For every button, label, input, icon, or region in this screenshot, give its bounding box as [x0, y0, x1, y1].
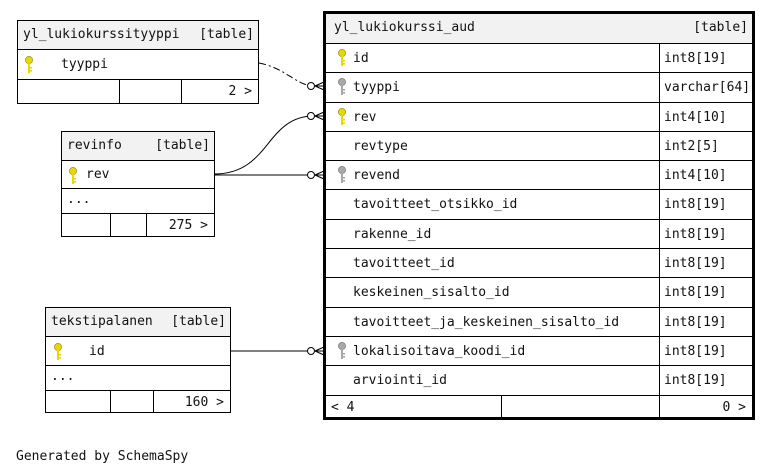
- column-row[interactable]: tyyppi varchar[64]: [326, 73, 752, 103]
- column-name: tavoitteet_id: [353, 256, 455, 272]
- column-name: rakenne_id: [353, 226, 432, 242]
- ellipsis: ...: [67, 192, 91, 207]
- column-name: rev: [86, 167, 110, 182]
- child-count[interactable]: 275 >: [168, 218, 208, 233]
- column-type: int4[10]: [664, 109, 727, 125]
- primary-key-icon: [69, 167, 77, 184]
- column-name: rev: [353, 109, 377, 125]
- primary-key-icon: [54, 343, 62, 360]
- column-row[interactable]: tavoitteet_otsikko_id int8[19]: [326, 190, 752, 220]
- relation-rev: [213, 115, 313, 175]
- column-type: int8[19]: [664, 373, 727, 389]
- column-name: arviointi_id: [353, 373, 447, 389]
- column-row[interactable]: tyyppi: [18, 50, 258, 80]
- table-kind: [table]: [199, 27, 254, 42]
- child-count[interactable]: 0 >: [722, 399, 746, 415]
- column-row[interactable]: revtype int2[5]: [326, 131, 752, 162]
- column-row[interactable]: rakenne_id int8[19]: [326, 219, 752, 250]
- primary-key-icon: [25, 56, 33, 73]
- column-type: int8[19]: [664, 51, 727, 66]
- table-header: yl_lukiokurssityyppi [table]: [18, 21, 258, 50]
- column-name: id: [353, 51, 369, 66]
- column-row[interactable]: rev int4[10]: [326, 102, 752, 132]
- ellipsis: ...: [51, 369, 75, 384]
- relation-tyyppi: [258, 62, 313, 87]
- table-name: revinfo: [67, 138, 122, 153]
- column-type: int8[19]: [664, 314, 727, 330]
- table-name: yl_lukiokurssityyppi: [23, 27, 180, 42]
- primary-key-icon: [337, 107, 347, 130]
- table-name: yl_lukiokurssi_aud: [334, 20, 475, 35]
- generated-by-caption: Generated by SchemaSpy: [16, 449, 189, 464]
- table-name: tekstipalanen: [51, 314, 153, 329]
- column-type: int8[19]: [664, 285, 727, 301]
- column-name: revend: [353, 168, 400, 184]
- column-name: tavoitteet_ja_keskeinen_sisalto_id: [353, 314, 620, 330]
- child-count[interactable]: 2 >: [228, 84, 252, 99]
- table-footer: < 4 0 >: [326, 395, 752, 418]
- column-name: keskeinen_sisalto_id: [353, 285, 510, 301]
- table-header: yl_lukiokurssi_aud [table]: [326, 14, 752, 44]
- more-columns: ...: [46, 366, 230, 391]
- table-tekstipalanen[interactable]: tekstipalanen [table] id ... 160 >: [45, 307, 231, 413]
- table-revinfo[interactable]: revinfo [table] rev ... 275 >: [61, 131, 215, 237]
- crowfoot-markers: [307, 81, 325, 356]
- table-yl-lukiokurssi-aud[interactable]: yl_lukiokurssi_aud [table] id int8[19] tyy…: [323, 11, 755, 420]
- column-row[interactable]: lokalisoitava_koodi_id int8[19]: [326, 336, 752, 367]
- column-row[interactable]: tavoitteet_id int8[19]: [326, 249, 752, 279]
- table-footer: 275 >: [62, 214, 214, 236]
- table-footer: 160 >: [46, 391, 230, 412]
- primary-key-icon: [337, 49, 347, 71]
- column-row[interactable]: tavoitteet_ja_keskeinen_sisalto_id int8[1…: [326, 307, 752, 337]
- column-name: id: [89, 344, 105, 359]
- table-kind: [table]: [155, 138, 210, 153]
- column-row[interactable]: keskeinen_sisalto_id int8[19]: [326, 278, 752, 308]
- column-name: revtype: [353, 138, 408, 154]
- column-name: lokalisoitava_koodi_id: [353, 343, 526, 359]
- more-columns: ...: [62, 189, 214, 214]
- foreign-key-icon: [337, 78, 347, 100]
- foreign-key-icon: [337, 342, 347, 364]
- child-count[interactable]: 160 >: [184, 395, 224, 410]
- column-type: int8[19]: [664, 197, 727, 213]
- column-type: varchar[64]: [664, 80, 751, 96]
- column-type: int2[5]: [664, 138, 719, 154]
- column-type: int8[19]: [664, 256, 727, 272]
- table-yl-lukiokurssityyppi[interactable]: yl_lukiokurssityyppi [table] tyyppi 2 >: [17, 20, 259, 104]
- table-footer: 2 >: [18, 80, 258, 103]
- column-name: tyyppi: [353, 80, 400, 96]
- column-type: int4[10]: [664, 168, 727, 184]
- parent-count[interactable]: < 4: [331, 399, 355, 415]
- column-row[interactable]: revend int4[10]: [326, 161, 752, 191]
- column-row[interactable]: id int8[19]: [326, 44, 752, 74]
- column-row[interactable]: id: [46, 337, 230, 366]
- table-kind: [table]: [693, 20, 748, 35]
- table-kind: [table]: [171, 314, 226, 329]
- column-row[interactable]: rev: [62, 161, 214, 189]
- column-name: tyyppi: [61, 57, 108, 72]
- table-header: revinfo [table]: [62, 132, 214, 161]
- column-type: int8[19]: [664, 343, 727, 359]
- column-row[interactable]: arviointi_id int8[19]: [326, 366, 752, 396]
- foreign-key-icon: [337, 166, 347, 188]
- table-header: tekstipalanen [table]: [46, 308, 230, 337]
- column-type: int8[19]: [664, 226, 727, 242]
- column-name: tavoitteet_otsikko_id: [353, 197, 518, 213]
